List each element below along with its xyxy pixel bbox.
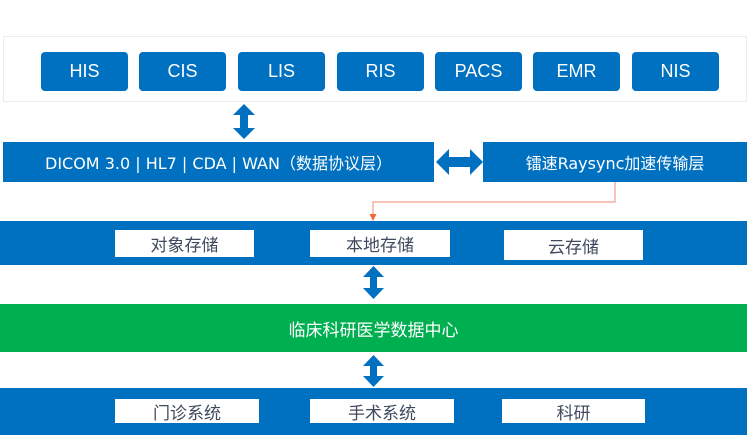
storage-local: 本地存储 xyxy=(310,230,450,257)
double-arrow-vertical-icon xyxy=(363,355,384,387)
data-center-bar: 临床科研医学数据中心 xyxy=(0,304,747,352)
system-ris: RIS xyxy=(337,52,424,91)
protocol-layer-bar: DICOM 3.0 | HL7 | CDA | WAN（数据协议层） xyxy=(3,142,434,182)
transfer-layer-label: 镭速Raysync加速传输层 xyxy=(525,154,705,173)
storage-cloud: 云存储 xyxy=(504,230,643,260)
double-arrow-vertical-icon xyxy=(233,104,255,139)
system-nis: NIS xyxy=(632,52,719,91)
app-outpatient: 门诊系统 xyxy=(115,399,259,424)
data-center-label: 临床科研医学数据中心 xyxy=(288,320,459,341)
protocol-layer-label: DICOM 3.0 | HL7 | CDA | WAN（数据协议层） xyxy=(45,154,392,173)
storage-object: 对象存储 xyxy=(115,230,254,257)
double-arrow-horizontal-icon xyxy=(436,149,483,175)
transfer-layer-bar: 镭速Raysync加速传输层 xyxy=(483,142,747,182)
system-lis: LIS xyxy=(238,52,325,91)
app-surgery: 手术系统 xyxy=(310,399,454,424)
app-research: 科研 xyxy=(502,399,645,424)
system-cis: CIS xyxy=(139,52,226,91)
system-emr: EMR xyxy=(533,52,620,91)
double-arrow-vertical-icon xyxy=(363,266,384,299)
system-his: HIS xyxy=(41,52,128,91)
system-pacs: PACS xyxy=(435,52,522,91)
elbow-arrow-down-icon xyxy=(369,182,616,221)
